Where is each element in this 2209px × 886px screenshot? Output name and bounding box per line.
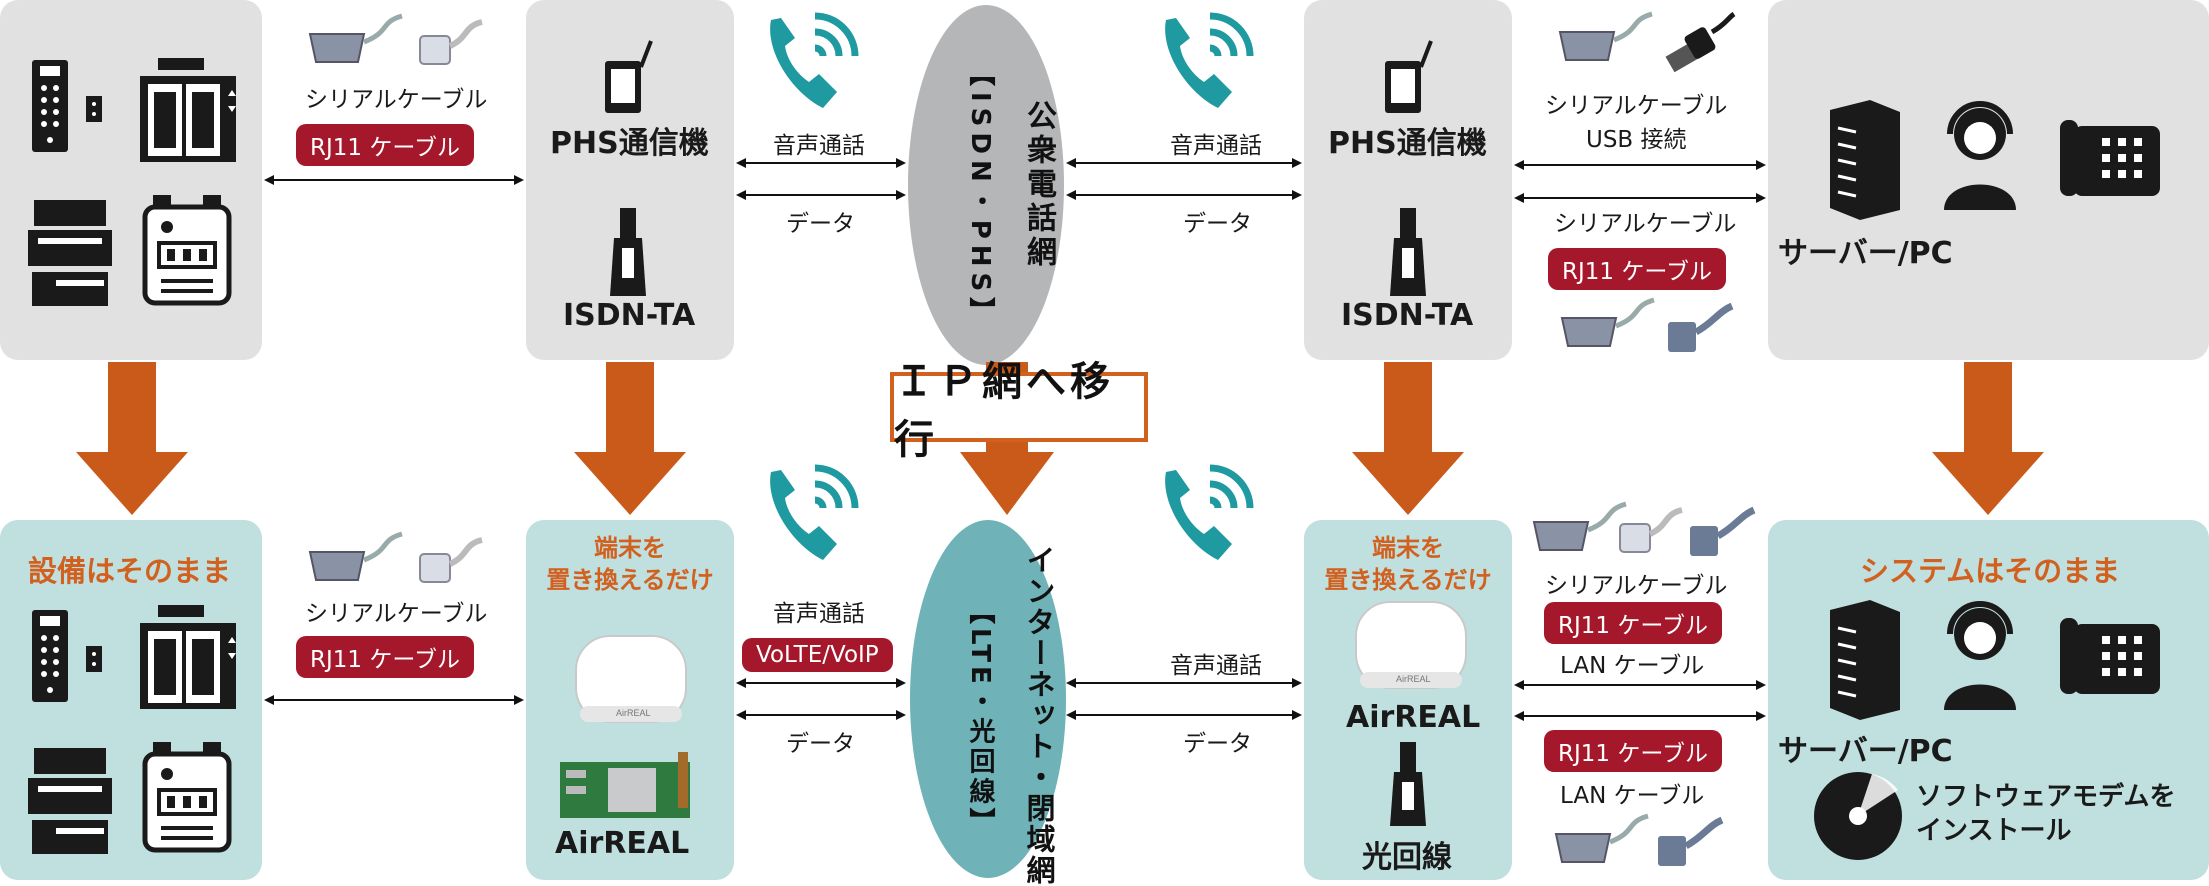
top-right-device-box [1304,0,1512,360]
top-left-rj11-badge: RJ11 ケーブル [296,124,474,166]
bottom-right-voice-label: 音声通話 [1170,653,1262,679]
serial-connector-icon-right-bottom-2 [1554,813,1649,863]
top-right-isdn-ta-label: ISDN-TA [1341,298,1474,333]
top-right-serial-label: シリアルケーブル [1545,93,1728,119]
atm-icon-bottom [28,748,112,854]
replace-device-title-right: 端末を 置き換えるだけ [1324,534,1492,594]
phs-device-icon [605,40,653,113]
top-right-serial-label-2: シリアルケーブル [1554,211,1737,237]
phone-icon-top-right [1165,12,1254,108]
bottom-airreal-right-label: AirREAL [1346,700,1481,735]
rj11-connector-icon-bottom [419,537,483,583]
fiber-unit-icon [1390,742,1426,826]
serial-connector-icon-right-bottom [1532,501,1627,551]
bottom-server-label: サーバー/PC [1778,734,1953,769]
atm-icon [28,200,112,306]
gas-meter-icon [142,195,232,306]
airreal-router-icon: AirREAL [575,635,687,723]
server-icon [1830,100,1900,220]
down-arrow-1 [76,362,188,515]
public-network-ellipse [908,5,1064,365]
ip-network-label: インターネット・閉域網 [1022,545,1056,886]
usb-plug-icon [1665,11,1736,73]
public-network-label: 公衆電話網 [1021,100,1056,270]
circuit-board-icon [560,752,690,818]
server-icon-bottom [1830,600,1900,720]
phone-icon-bottom-left [770,464,859,560]
lan-connector-icon-bottom-2 [1658,816,1724,866]
top-server-label: サーバー/PC [1778,236,1953,271]
phone-icon [770,12,859,108]
top-right-data-label: データ [1183,211,1252,237]
software-disc-icon [1814,772,1902,860]
system-unchanged-title: システムはそのまま [1860,554,2121,588]
svg-text:AirREAL: AirREAL [1396,674,1431,684]
lan-connector-icon-bottom [1690,506,1756,556]
phone-icon-bottom-right [1165,464,1254,560]
elevator-panel-icon-bottom [32,610,102,702]
bottom-left-rj11-badge: RJ11 ケーブル [296,636,474,678]
down-arrow-4 [1352,362,1464,515]
bottom-right-serial-label: シリアルケーブル [1545,573,1728,599]
replace-device-title: 端末を 置き換えるだけ [546,534,714,594]
top-left-serial-label: シリアルケーブル [305,87,488,113]
bottom-voice-label: 音声通話 [773,601,865,627]
serial-connector-icon-bottom [308,531,403,581]
top-right-phs-device-label: PHS通信機 [1328,126,1487,161]
top-device-box [526,0,734,360]
gas-meter-icon-bottom [142,742,232,853]
rj11-connector-icon-right-bottom [1619,507,1683,553]
airreal-router-icon-right: AirREAL [1355,601,1467,689]
isdn-ta-icon [610,208,646,296]
bottom-right-lan-label-1: LAN ケーブル [1560,653,1705,679]
public-network-sublabel: 【ISDN・PHS】 [965,60,995,330]
fiber-line-label: 光回線 [1362,840,1452,875]
down-arrow-5 [1932,362,2044,515]
top-isdn-ta-label: ISDN-TA [563,298,696,333]
top-right-rj11-badge: RJ11 ケーブル [1548,248,1726,290]
elevator-doors-icon-bottom [140,605,236,709]
rj11-connector-icon [419,19,483,65]
isdn-ta-icon-right [1390,208,1426,296]
ip-network-sublabel: 【LTE・光回線】 [965,598,995,838]
bottom-right-rj11-badge-2: RJ11 ケーブル [1544,730,1722,772]
operator-icon-bottom [1944,601,2016,710]
top-data-label: データ [786,211,855,237]
softmodem-install-label: ソフトウェアモデムを インストール [1916,782,2176,846]
volte-badge: VoLTE/VoIP [742,638,893,672]
down-arrow-2 [574,362,686,515]
bottom-right-data-label: データ [1183,731,1252,757]
svg-text:AirREAL: AirREAL [616,708,651,718]
serial-connector-icon-right [1558,11,1653,61]
desk-phone-icon [2060,120,2160,196]
serial-connector-icon-right-2 [1560,297,1655,347]
bottom-right-lan-label-2: LAN ケーブル [1560,783,1705,809]
lan-connector-icon [1668,302,1734,352]
bottom-left-serial-label: シリアルケーブル [305,601,488,627]
top-voice-label: 音声通話 [773,133,865,159]
bottom-airreal-left-label: AirREAL [555,826,690,861]
ip-migration-banner: ＩＰ網へ移行 [890,359,1148,463]
bottom-data-label: データ [786,731,855,757]
elevator-doors-icon [140,58,236,162]
ip-network-ellipse [910,520,1066,878]
top-right-usb-label: USB 接続 [1586,127,1687,153]
phs-device-icon-right [1385,40,1433,113]
top-phs-device-label: PHS通信機 [550,126,709,161]
bottom-right-rj11-badge-1: RJ11 ケーブル [1544,602,1722,644]
top-right-voice-label: 音声通話 [1170,133,1262,159]
desk-phone-icon-bottom [2060,618,2160,694]
equipment-unchanged-title: 設備はそのまま [28,554,232,588]
elevator-panel-icon [32,60,102,152]
serial-connector-icon [308,13,403,63]
operator-icon [1944,101,2016,210]
